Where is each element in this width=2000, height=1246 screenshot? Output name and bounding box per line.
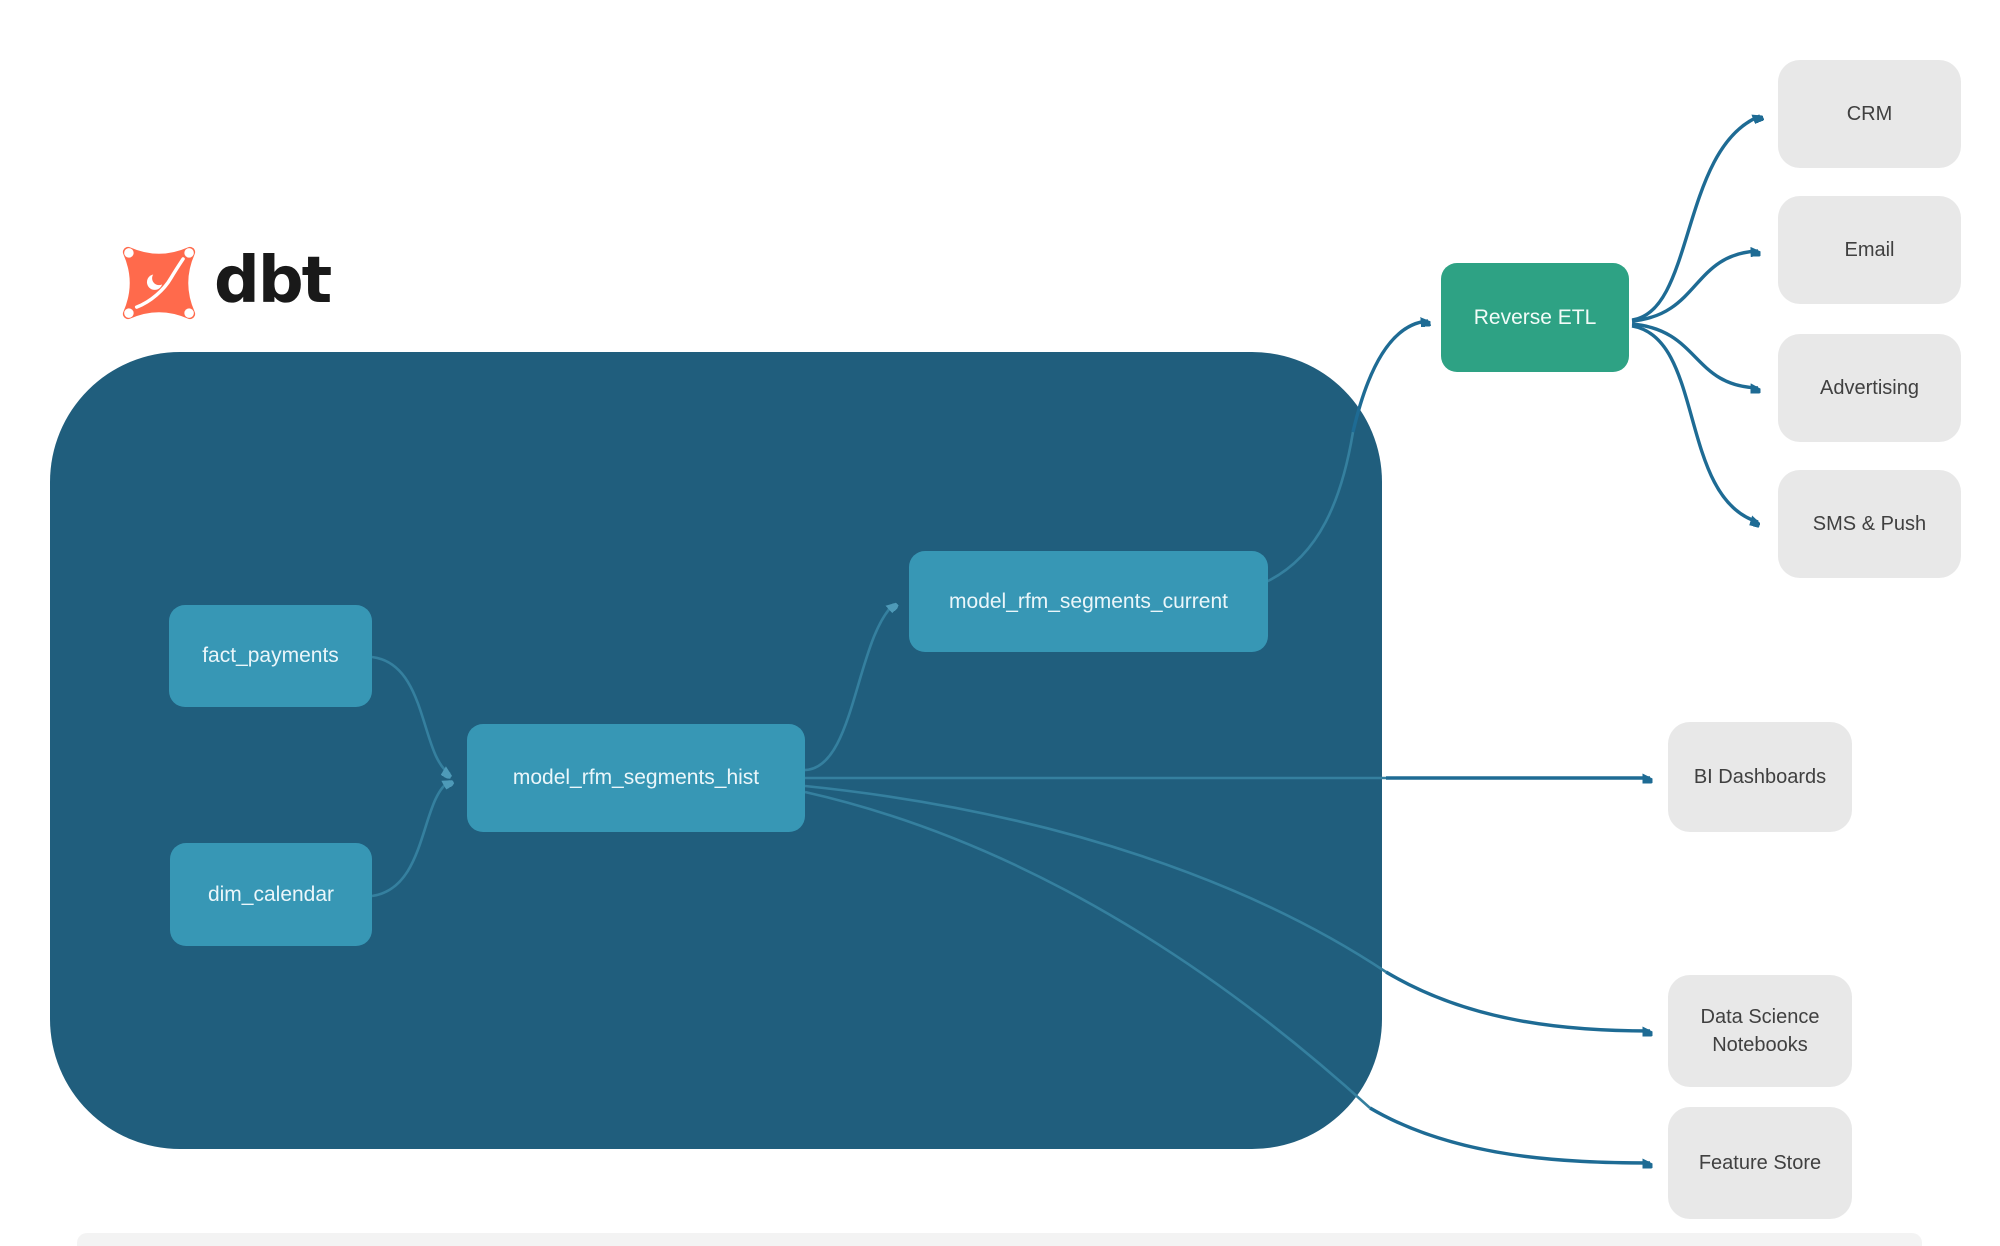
node-dim-calendar: dim_calendar [170, 843, 372, 946]
dbt-wordmark: dbt [214, 244, 332, 318]
node-crm: CRM [1778, 60, 1961, 168]
node-bi-dashboards: BI Dashboards [1668, 722, 1852, 832]
edge-reverse-etl-to-sms-push [1631, 324, 1758, 522]
node-fact-payments: fact_payments [169, 605, 372, 707]
node-feature-store: Feature Store [1668, 1107, 1852, 1219]
node-sms-push: SMS & Push [1778, 470, 1961, 578]
edge-reverse-etl-to-advertising [1631, 322, 1758, 388]
edge-to-data-science-notebooks [1385, 970, 1650, 1031]
node-reverse-etl: Reverse ETL [1441, 263, 1629, 372]
node-email: Email [1778, 196, 1961, 304]
edge-reverse-etl-to-email [1631, 251, 1758, 323]
node-advertising: Advertising [1778, 334, 1961, 442]
node-model-rfm-segments-current: model_rfm_segments_current [909, 551, 1268, 652]
dbt-logo: dbt [116, 240, 332, 326]
edge-to-feature-store [1369, 1106, 1650, 1163]
edge-to-reverse-etl [1351, 321, 1428, 433]
edge-reverse-etl-to-crm [1631, 114, 1760, 322]
bottom-panel-edge [77, 1233, 1922, 1246]
node-model-rfm-segments-hist: model_rfm_segments_hist [467, 724, 805, 832]
node-data-science-notebooks: Data Science Notebooks [1668, 975, 1852, 1087]
dbt-logo-icon [122, 246, 196, 320]
